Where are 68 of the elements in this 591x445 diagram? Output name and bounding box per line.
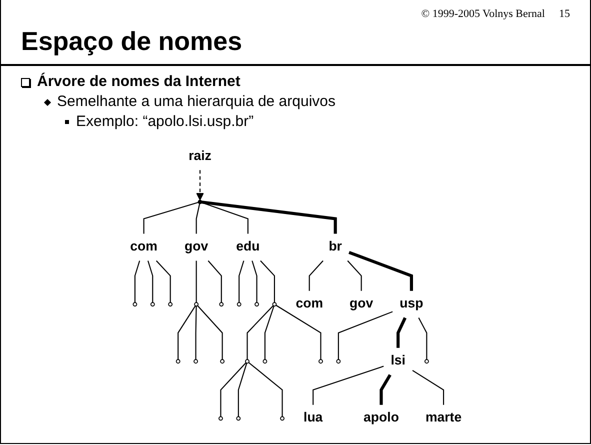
connector <box>147 260 153 303</box>
node-circle <box>220 359 224 364</box>
node-circle <box>318 359 323 364</box>
connector <box>396 317 406 348</box>
connector <box>418 318 427 360</box>
node-circle <box>424 359 429 364</box>
copyright-note: © 1999-2005 Volnys Bernal <box>421 8 545 20</box>
connector <box>246 305 274 360</box>
connector <box>194 306 196 360</box>
connector <box>238 260 244 303</box>
connector <box>338 311 392 360</box>
connector <box>142 202 198 234</box>
node-circle <box>132 302 137 307</box>
node-circle <box>244 359 250 364</box>
node-circle <box>336 359 340 364</box>
node-text: gov <box>349 296 373 312</box>
connector <box>348 250 413 291</box>
node-circle <box>262 359 267 364</box>
connector <box>196 305 222 360</box>
node-text: marte <box>425 410 462 426</box>
node-circle <box>175 359 180 364</box>
connector <box>177 306 196 360</box>
connector <box>248 362 282 417</box>
node-dot <box>197 200 202 204</box>
node-text: apolo <box>363 410 399 426</box>
connector <box>207 260 222 303</box>
node-circle <box>236 416 240 421</box>
node-circle <box>218 302 224 307</box>
arrow <box>196 170 204 200</box>
node-text: raiz <box>188 148 212 164</box>
node-circle <box>272 302 276 307</box>
connector <box>412 370 444 405</box>
node-circle <box>193 359 198 364</box>
connector <box>308 260 324 291</box>
node-text: com <box>295 296 323 312</box>
connector <box>275 304 321 360</box>
connector <box>201 200 336 234</box>
node-text: com <box>130 239 158 254</box>
connector <box>238 362 247 417</box>
bullet-text: Semelhante a uma hierarquia de arquivos <box>21 92 336 112</box>
connector <box>264 306 274 360</box>
node-circle <box>218 416 223 421</box>
bullet-text: Exemplo: “apolo.lsi.usp.br” <box>21 112 336 132</box>
node-text: lsi <box>390 353 406 368</box>
connector <box>346 260 362 291</box>
node-circle <box>194 302 198 307</box>
node-text: lua <box>303 410 322 426</box>
connector <box>379 374 392 405</box>
node-text: edu <box>236 239 260 254</box>
slide-title: Espaço de nomes <box>21 26 242 57</box>
connector <box>195 260 196 303</box>
node-text: usp <box>399 296 423 312</box>
connector <box>312 366 384 405</box>
node-text: gov <box>184 239 208 254</box>
node-circle <box>280 416 284 421</box>
connector <box>134 260 140 303</box>
node-circle <box>254 302 259 307</box>
connector <box>260 260 275 303</box>
node-circle <box>168 302 172 307</box>
node-text: br <box>328 239 342 254</box>
connector <box>195 204 200 234</box>
connector <box>251 260 257 303</box>
connector <box>156 260 170 303</box>
connector <box>220 362 246 417</box>
bullet-text: Árvore de nomes da Internet <box>21 72 336 92</box>
node-circle <box>150 302 154 307</box>
page-number: 15 <box>559 8 570 20</box>
node-circle <box>236 302 241 307</box>
